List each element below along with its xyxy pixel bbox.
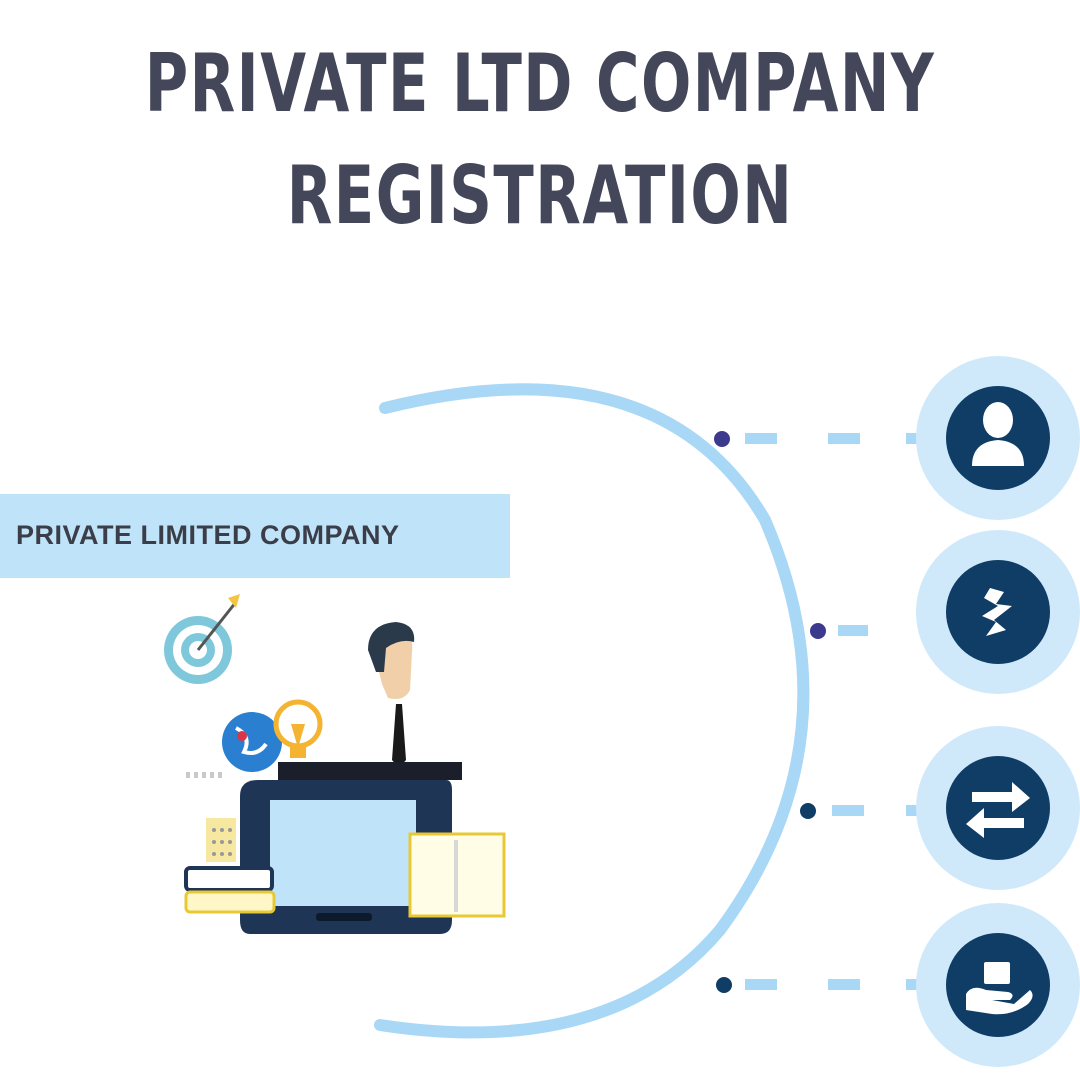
page-title: PRIVATE LTD COMPANY REGISTRATION <box>140 28 939 252</box>
books <box>184 866 276 914</box>
gears-icon <box>916 530 1080 694</box>
connector-4 <box>716 977 922 993</box>
lightbulb-icon <box>273 699 323 758</box>
hand-service-icon <box>916 903 1080 1067</box>
target-icon <box>164 594 240 684</box>
person-icon <box>916 356 1080 520</box>
decorative-dots <box>186 772 222 778</box>
connector-arc <box>374 383 810 1039</box>
banner-label: PRIVATE LIMITED COMPANY <box>16 520 400 550</box>
company-type-banner: PRIVATE LIMITED COMPANY <box>0 494 510 578</box>
businessman <box>360 622 430 768</box>
monitor <box>240 780 452 934</box>
connector-3 <box>800 803 922 819</box>
calculator <box>206 818 236 862</box>
exchange-arrows-icon <box>916 726 1080 890</box>
document <box>408 832 506 918</box>
title-line-2: REGISTRATION <box>286 149 794 242</box>
connector-2 <box>810 623 868 639</box>
connector-1 <box>714 431 922 447</box>
title-line-1: PRIVATE LTD COMPANY <box>144 37 936 130</box>
globe-icon <box>222 712 282 772</box>
business-illustration <box>164 594 506 934</box>
